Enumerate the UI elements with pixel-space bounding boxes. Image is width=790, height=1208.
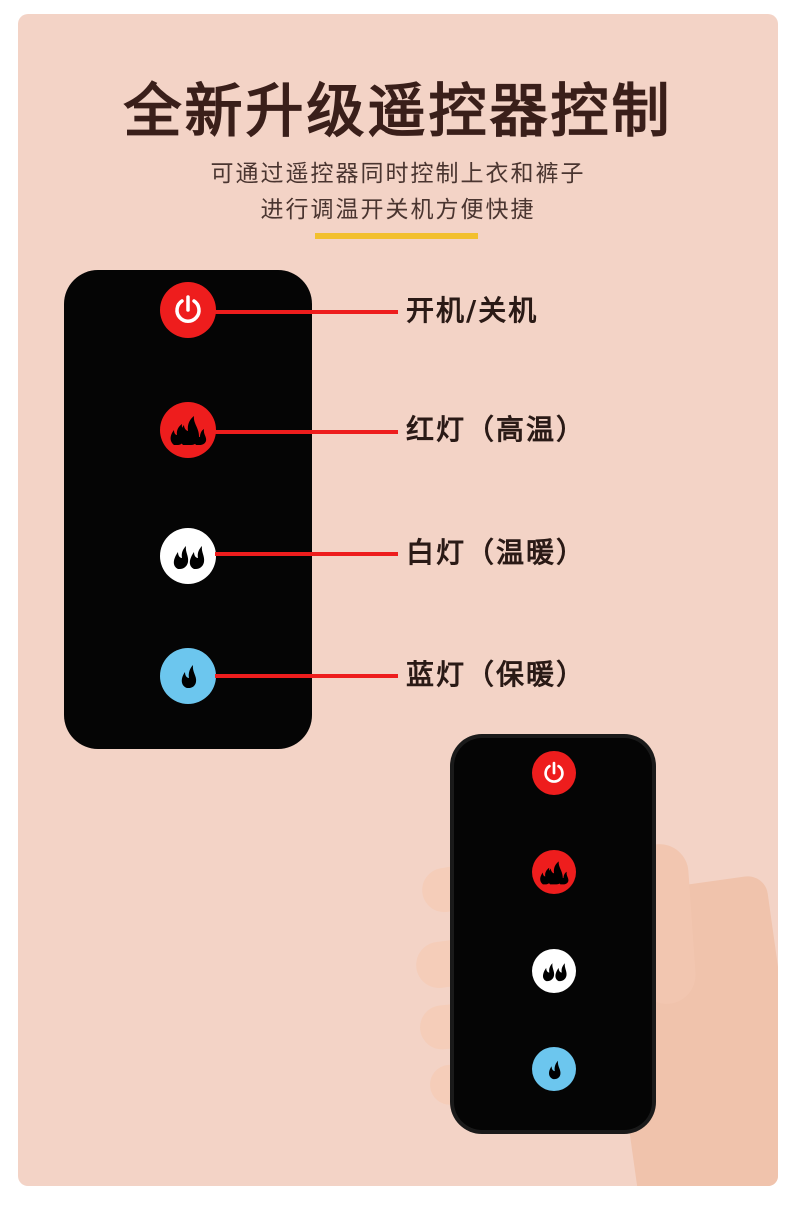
subtitle-line-1: 可通过遥控器同时控制上衣和裤子 <box>210 161 586 187</box>
white-light-warm-button[interactable] <box>160 528 216 584</box>
connector-line-blue <box>215 674 398 678</box>
single-flame-icon <box>549 1060 561 1079</box>
handheld-blue-light-button[interactable] <box>532 1047 576 1091</box>
connector-line-white <box>215 552 398 556</box>
label-blue-light: 蓝灯（保暖） <box>406 658 587 691</box>
power-button[interactable] <box>160 282 216 338</box>
single-flame-icon <box>181 665 197 688</box>
connector-line-red <box>215 430 398 434</box>
power-icon <box>544 761 564 783</box>
label-white-light: 白灯（温暖） <box>406 536 587 569</box>
accent-divider <box>315 233 478 239</box>
red-light-high-heat-button[interactable] <box>160 402 216 458</box>
handheld-power-button[interactable] <box>532 751 576 795</box>
label-red-light: 红灯（高温） <box>406 413 587 446</box>
handheld-red-light-button[interactable] <box>532 850 576 894</box>
double-flame-icon <box>173 546 205 569</box>
triple-flame-icon <box>540 860 569 884</box>
connector-line-power <box>215 310 398 314</box>
page-title: 全新升级遥控器控制 <box>123 77 673 145</box>
subtitle-line-2: 进行调温开关机方便快捷 <box>260 197 536 223</box>
blue-light-keep-warm-button[interactable] <box>160 648 216 704</box>
double-flame-icon <box>543 963 567 982</box>
label-power: 开机/关机 <box>406 294 539 327</box>
power-icon <box>175 295 201 323</box>
handheld-white-light-button[interactable] <box>532 949 576 993</box>
triple-flame-icon <box>170 416 207 445</box>
promo-card: 全新升级遥控器控制 可通过遥控器同时控制上衣和裤子 进行调温开关机方便快捷 开机… <box>18 14 778 1186</box>
